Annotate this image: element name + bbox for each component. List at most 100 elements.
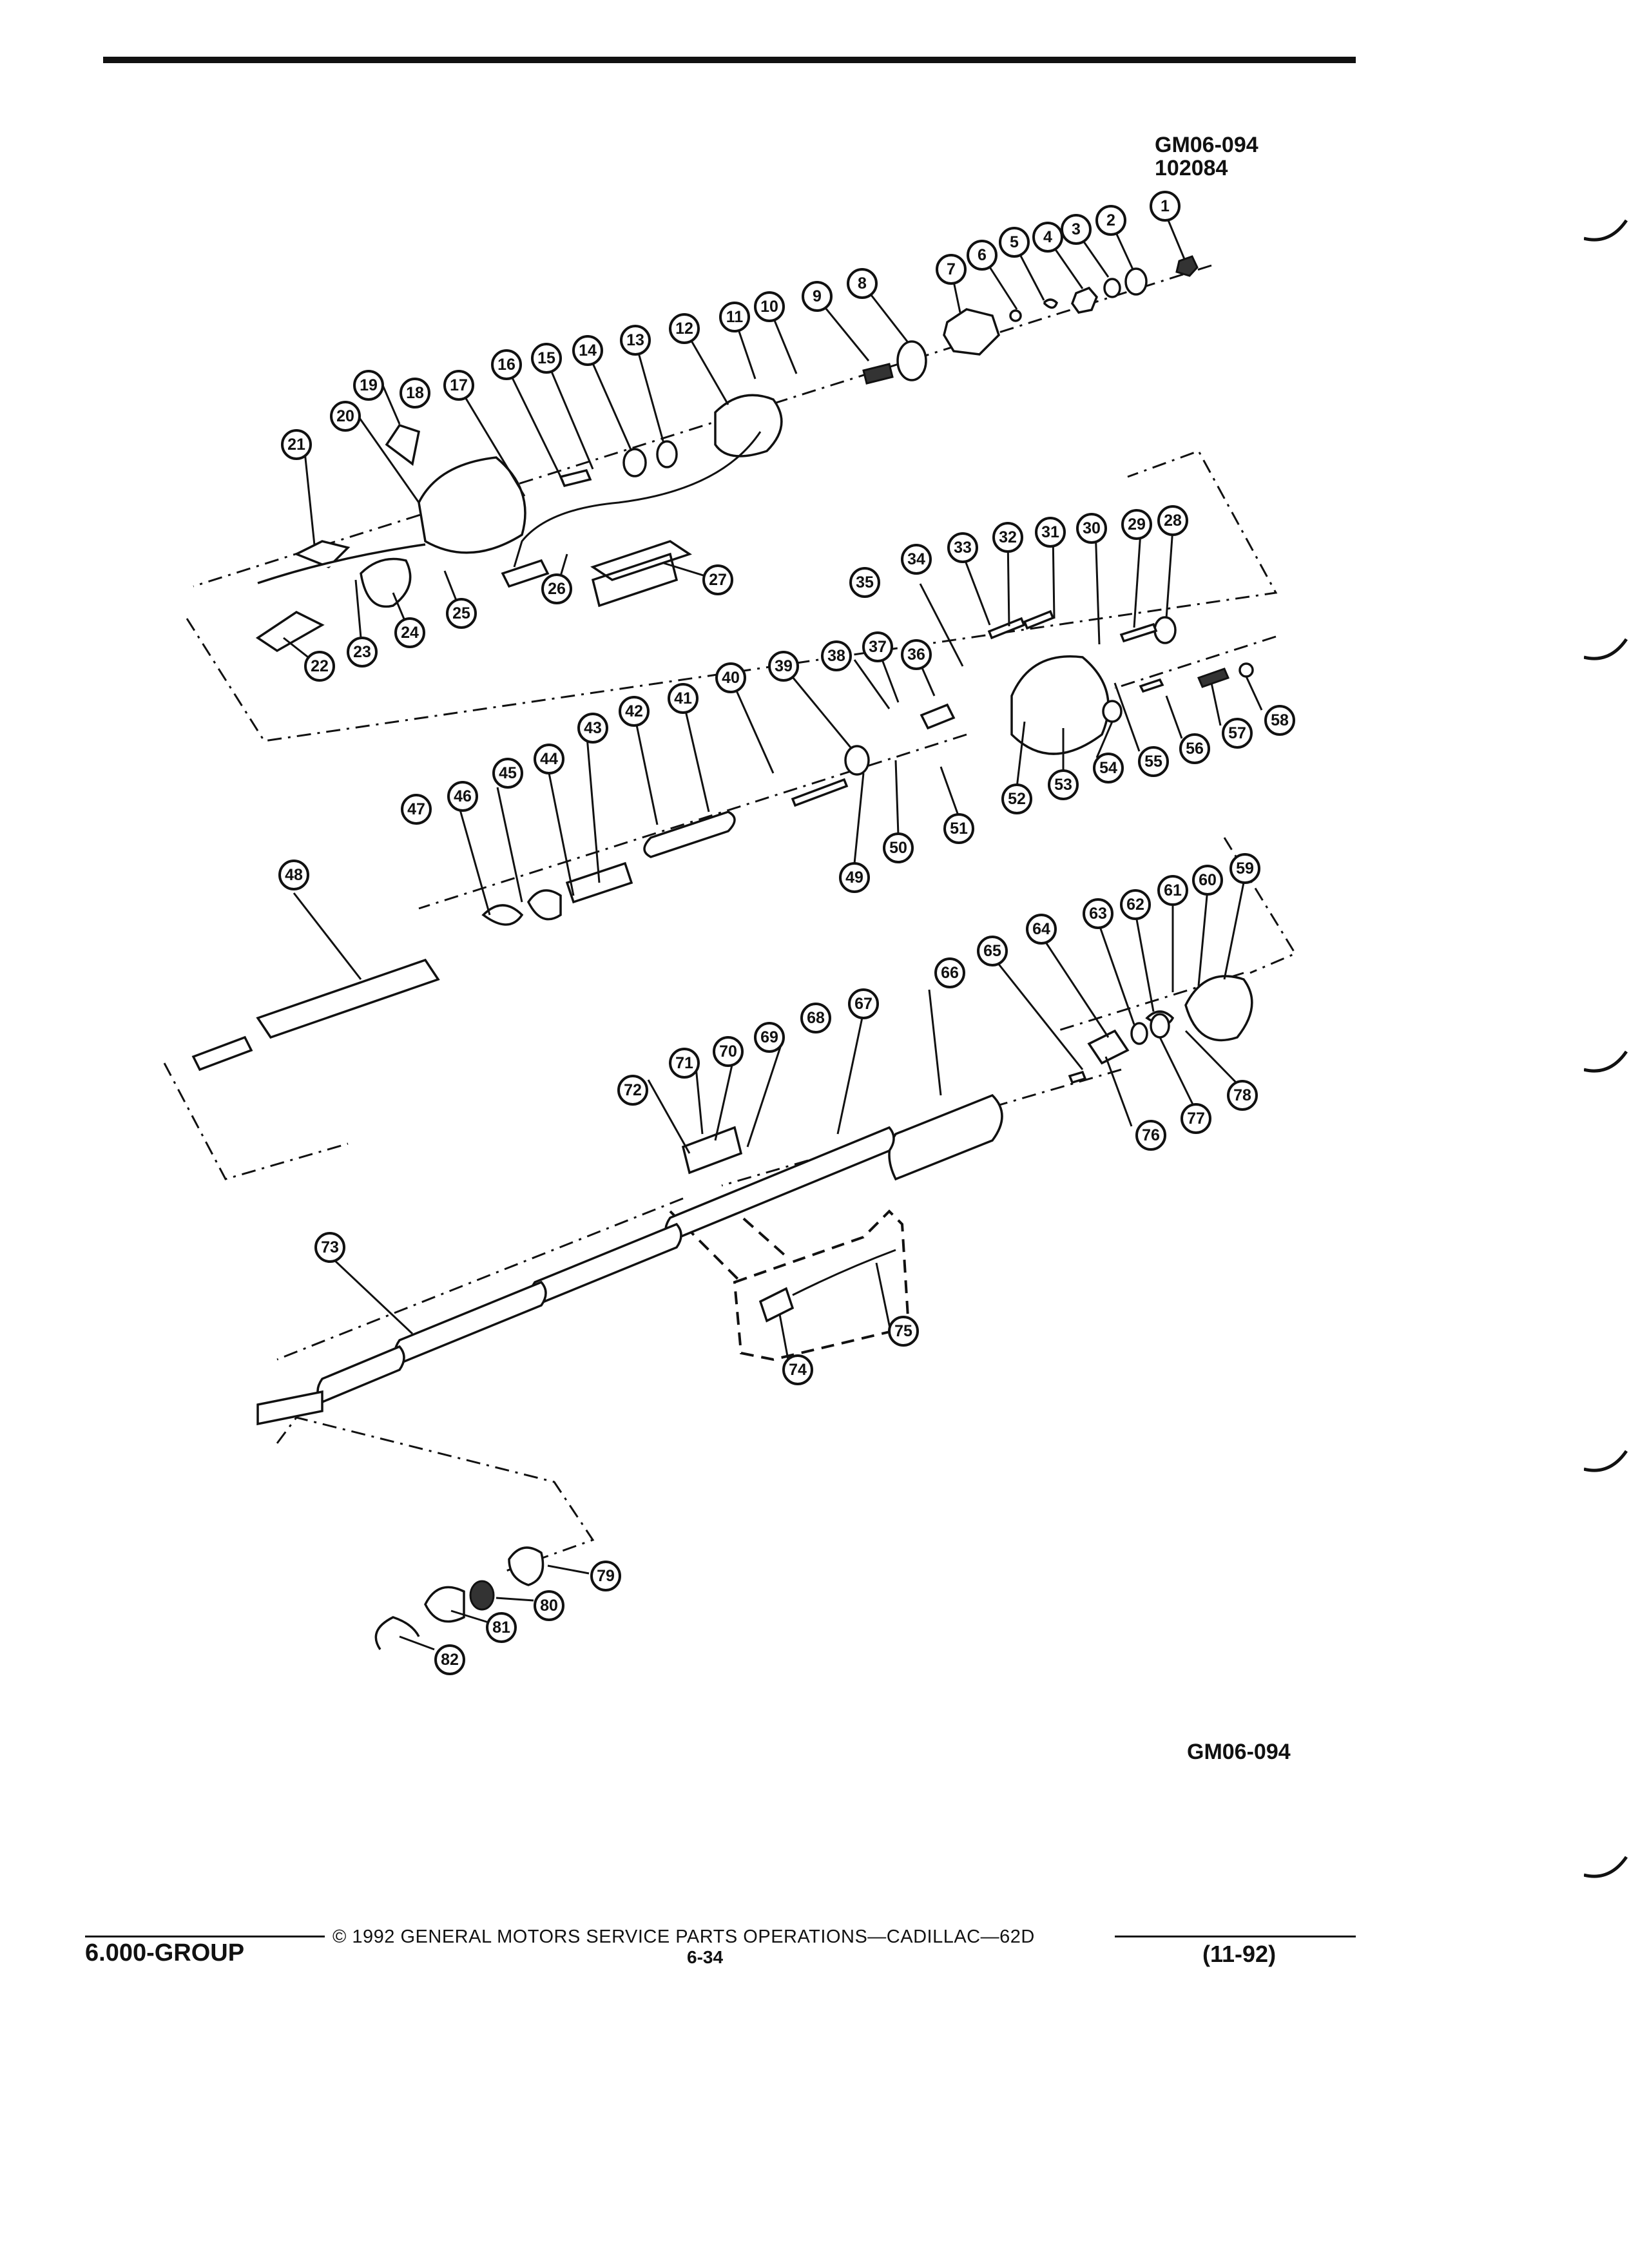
svg-text:70: 70 xyxy=(719,1043,737,1061)
svg-text:51: 51 xyxy=(950,820,968,838)
svg-text:4: 4 xyxy=(1043,228,1052,246)
callout-9: 9 xyxy=(802,281,833,312)
callout-31: 31 xyxy=(1035,517,1066,548)
callout-22: 22 xyxy=(304,651,335,682)
binder-mark-icon xyxy=(1584,219,1628,242)
svg-text:77: 77 xyxy=(1187,1110,1205,1128)
svg-text:37: 37 xyxy=(869,638,887,656)
svg-text:61: 61 xyxy=(1164,881,1182,899)
callout-48: 48 xyxy=(278,860,309,890)
svg-text:34: 34 xyxy=(907,550,925,568)
svg-text:8: 8 xyxy=(858,274,867,293)
callout-50: 50 xyxy=(883,832,914,863)
svg-text:46: 46 xyxy=(454,787,472,805)
figure-caption-code: GM06-094 xyxy=(1187,1740,1291,1764)
svg-text:71: 71 xyxy=(675,1054,693,1072)
svg-text:56: 56 xyxy=(1186,740,1204,758)
svg-text:57: 57 xyxy=(1228,724,1246,742)
svg-text:25: 25 xyxy=(452,604,470,622)
svg-text:76: 76 xyxy=(1142,1126,1160,1144)
callout-54: 54 xyxy=(1093,753,1124,783)
callout-51: 51 xyxy=(943,813,974,844)
retainer-part xyxy=(1071,286,1099,314)
callout-53: 53 xyxy=(1048,769,1079,800)
callout-26: 26 xyxy=(541,573,572,604)
svg-text:22: 22 xyxy=(311,657,329,675)
svg-text:31: 31 xyxy=(1041,523,1059,541)
callout-2: 2 xyxy=(1095,205,1126,236)
callout-63: 63 xyxy=(1083,898,1113,929)
svg-text:28: 28 xyxy=(1164,512,1182,530)
svg-text:47: 47 xyxy=(407,800,425,818)
svg-text:26: 26 xyxy=(548,580,566,598)
svg-text:29: 29 xyxy=(1128,515,1146,533)
callout-73: 73 xyxy=(314,1232,345,1263)
svg-text:62: 62 xyxy=(1126,896,1144,914)
svg-text:40: 40 xyxy=(722,669,740,687)
callout-8: 8 xyxy=(847,268,878,299)
svg-text:36: 36 xyxy=(907,646,925,664)
callout-49: 49 xyxy=(839,862,870,893)
cancel-cam-part xyxy=(943,308,1001,356)
callout-33: 33 xyxy=(947,532,978,563)
svg-text:81: 81 xyxy=(492,1619,510,1637)
callout-16: 16 xyxy=(491,349,522,380)
rack-part xyxy=(1184,975,1253,1042)
callout-7: 7 xyxy=(936,254,967,285)
callout-18: 18 xyxy=(400,378,430,408)
callout-17: 17 xyxy=(443,370,474,401)
svg-text:68: 68 xyxy=(807,1009,825,1027)
binder-mark-icon xyxy=(1584,638,1628,660)
svg-text:27: 27 xyxy=(709,571,727,589)
callout-11: 11 xyxy=(719,302,750,332)
svg-text:79: 79 xyxy=(597,1567,615,1585)
svg-text:72: 72 xyxy=(624,1081,642,1099)
callout-79: 79 xyxy=(590,1561,621,1591)
callout-38: 38 xyxy=(821,640,852,671)
svg-text:20: 20 xyxy=(336,407,354,425)
svg-text:67: 67 xyxy=(854,995,872,1013)
reference-number: 102084 xyxy=(1155,156,1228,180)
svg-text:7: 7 xyxy=(947,260,956,278)
callout-75: 75 xyxy=(888,1316,919,1347)
callout-61: 61 xyxy=(1157,875,1188,906)
callout-46: 46 xyxy=(447,781,478,812)
svg-text:43: 43 xyxy=(584,719,602,737)
callout-23: 23 xyxy=(347,637,378,668)
callout-30: 30 xyxy=(1076,513,1107,544)
svg-text:74: 74 xyxy=(789,1361,807,1379)
jacket-tube-part xyxy=(664,1126,895,1243)
svg-text:9: 9 xyxy=(813,287,822,305)
svg-text:59: 59 xyxy=(1236,860,1254,878)
lock-actuator-part xyxy=(385,423,421,466)
bracket-part xyxy=(681,1126,743,1175)
footer-copyright: © 1992 GENERAL MOTORS SERVICE PARTS OPER… xyxy=(333,1927,1035,1947)
svg-text:42: 42 xyxy=(625,702,643,720)
svg-text:45: 45 xyxy=(499,764,517,782)
footer-group-code: 6.000-GROUP xyxy=(85,1939,245,1966)
callout-36: 36 xyxy=(901,639,932,670)
callout-70: 70 xyxy=(713,1036,744,1067)
washer-part xyxy=(1124,267,1148,296)
callout-28: 28 xyxy=(1157,505,1188,536)
callout-74: 74 xyxy=(782,1354,813,1385)
spring-part-2 xyxy=(1197,668,1230,688)
svg-text:52: 52 xyxy=(1008,790,1026,808)
callout-55: 55 xyxy=(1138,746,1169,777)
retainer-ring-part xyxy=(374,1616,420,1650)
callout-78: 78 xyxy=(1227,1080,1258,1111)
svg-text:55: 55 xyxy=(1144,753,1162,771)
housing-cover-part xyxy=(418,456,526,554)
callout-77: 77 xyxy=(1181,1103,1211,1134)
callout-60: 60 xyxy=(1192,865,1223,896)
svg-text:39: 39 xyxy=(775,657,793,675)
callout-37: 37 xyxy=(862,631,893,662)
adapter-part xyxy=(508,1546,545,1586)
callout-67: 67 xyxy=(848,988,879,1019)
callout-41: 41 xyxy=(668,683,699,714)
svg-text:66: 66 xyxy=(941,964,959,982)
callout-34: 34 xyxy=(901,544,932,575)
svg-text:60: 60 xyxy=(1199,871,1217,889)
svg-text:5: 5 xyxy=(1010,233,1019,251)
